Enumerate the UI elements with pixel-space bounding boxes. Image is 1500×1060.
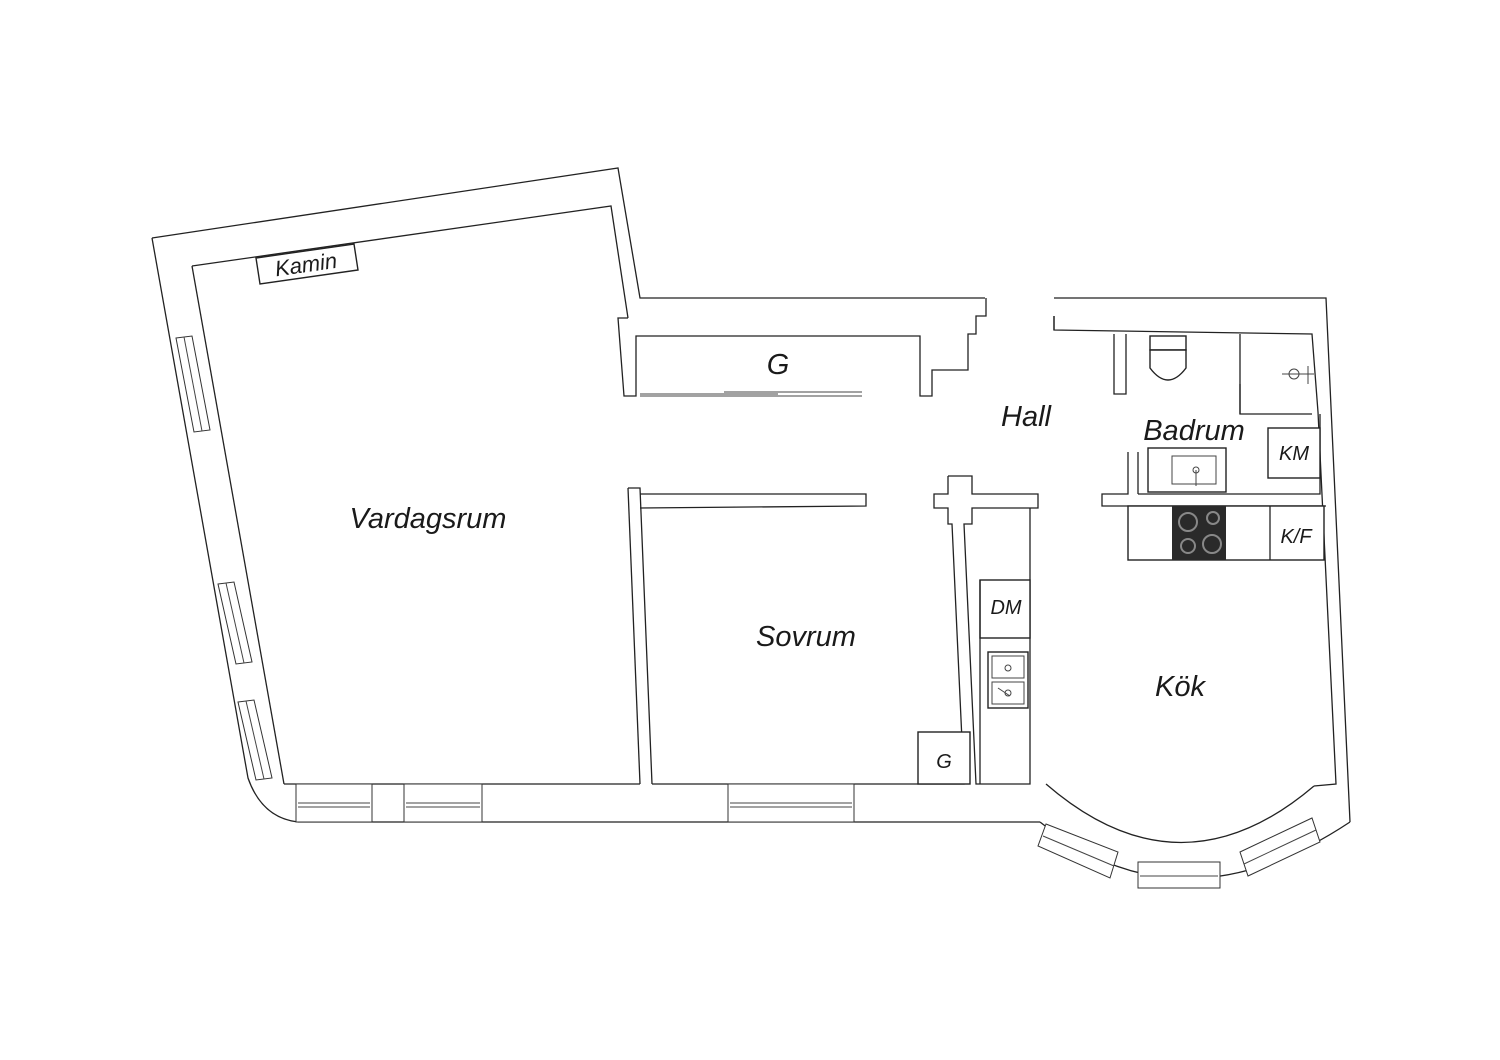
window-west-3 [237,699,273,781]
windows [175,335,1321,889]
window-south-3 [727,783,855,823]
wardrobe-label-bedroom: G [936,751,952,773]
stove-icon [1172,506,1226,560]
shower-icon [1282,366,1314,384]
bedroom-wardrobe [917,731,971,785]
fixtures [255,243,1325,785]
toilet-icon [1149,335,1187,381]
window-bay-1 [1037,823,1119,879]
interior-walls [617,298,1326,785]
room-label-bathroom: Badrum [1143,415,1245,447]
room-label-living: Vardagsrum [350,503,507,535]
room-label-kitchen: Kök [1155,671,1206,703]
wardrobe-label-hall: G [767,349,790,381]
window-bay-2 [1137,861,1221,889]
window-south-2 [403,783,483,823]
window-west-1 [175,335,211,433]
window-south-1 [295,783,373,823]
washing-machine [1267,427,1321,479]
dishwasher-label: DM [990,597,1021,619]
fireplace [255,243,359,285]
window-bay-3 [1239,817,1321,877]
kitchen-sink-icon [987,651,1029,709]
room-label-hall: Hall [1001,401,1053,433]
bathroom-sink-icon [1147,447,1227,493]
washing-machine-label: KM [1279,443,1309,465]
fridge-freezer-label: K/F [1280,526,1313,548]
room-label-bedroom: Sovrum [756,621,856,653]
window-west-2 [217,581,253,665]
